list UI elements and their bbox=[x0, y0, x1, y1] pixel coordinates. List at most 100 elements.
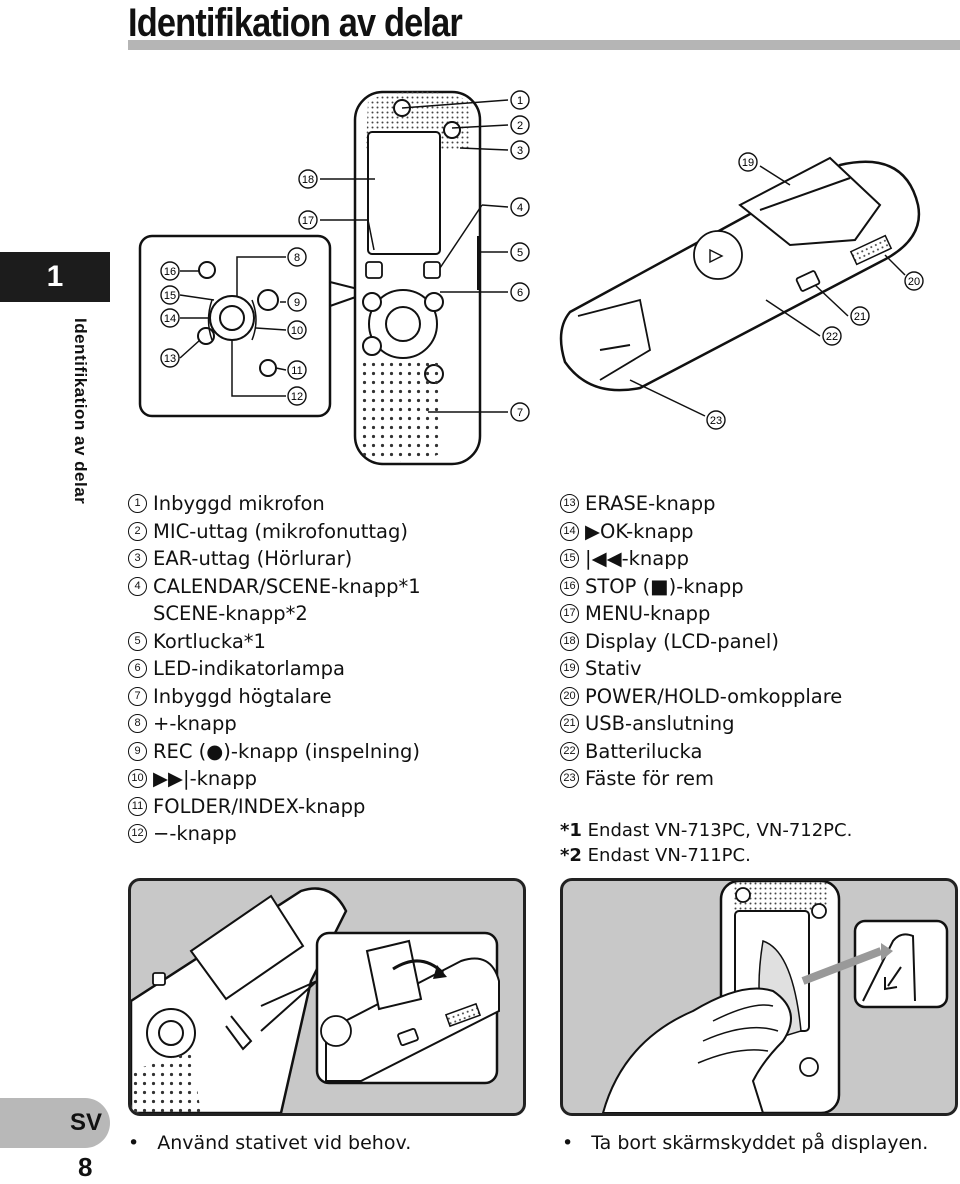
list-item: 14 ▶OK-knapp bbox=[560, 518, 842, 546]
item-label: ▶OK-knapp bbox=[585, 519, 694, 543]
list-item: 12 −-knapp bbox=[128, 820, 421, 848]
item-number: 14 bbox=[560, 521, 579, 541]
item-number: 18 bbox=[560, 631, 579, 651]
item-number: 16 bbox=[560, 576, 579, 596]
list-item: 22 Batterilucka bbox=[560, 738, 842, 766]
svg-text:10: 10 bbox=[291, 325, 303, 337]
item-label: USB-anslutning bbox=[585, 712, 735, 735]
item-number: 5 bbox=[128, 631, 147, 651]
item-number: 13 bbox=[560, 494, 579, 514]
item-label: MIC-uttag (mikrofonuttag) bbox=[153, 519, 408, 543]
button-detail-inset: 16 15 14 13 8 9 10 11 12 bbox=[138, 234, 374, 418]
svg-text:1: 1 bbox=[517, 95, 523, 107]
item-label: LED-indikatorlampa bbox=[153, 657, 345, 680]
svg-text:17: 17 bbox=[302, 215, 314, 227]
language-tab: SV bbox=[0, 1098, 110, 1148]
svg-text:14: 14 bbox=[164, 313, 176, 325]
svg-text:8: 8 bbox=[294, 252, 300, 264]
item-number: 22 bbox=[560, 741, 579, 761]
svg-text:11: 11 bbox=[291, 365, 302, 377]
front-callout-numbers: 1 2 3 4 5 6 7 18 17 bbox=[298, 90, 530, 422]
bullet: • bbox=[562, 1132, 574, 1154]
svg-text:20: 20 bbox=[908, 276, 920, 288]
svg-text:12: 12 bbox=[291, 391, 303, 403]
svg-text:7: 7 bbox=[517, 407, 523, 419]
footnote-text: Endast VN-713PC, VN-712PC. bbox=[581, 820, 853, 841]
list-item: 20 POWER/HOLD-omkopplare bbox=[560, 683, 842, 711]
item-number: 8 bbox=[128, 714, 147, 734]
list-item: 13 ERASE-knapp bbox=[560, 490, 842, 518]
caption-protector: • Ta bort skärmskyddet på displayen. bbox=[562, 1132, 928, 1154]
item-number: 20 bbox=[560, 686, 579, 706]
svg-text:5: 5 bbox=[517, 247, 523, 259]
back-callout-numbers: 19 20 21 22 23 bbox=[706, 152, 924, 430]
footnote-mark: *2 bbox=[560, 845, 582, 866]
list-item: 3 EAR-uttag (Hörlurar) bbox=[128, 545, 421, 573]
item-label: EAR-uttag (Hörlurar) bbox=[153, 547, 353, 570]
svg-text:19: 19 bbox=[742, 157, 754, 169]
back-callouts bbox=[629, 165, 906, 417]
title-rule bbox=[128, 40, 960, 50]
list-item: SCENE-knapp*2 bbox=[128, 600, 421, 628]
list-item: 10▶▶|-knapp bbox=[128, 765, 421, 793]
item-label: ERASE-knapp bbox=[585, 492, 716, 515]
list-item: 5 Kortlucka*1 bbox=[128, 628, 421, 656]
svg-text:23: 23 bbox=[710, 415, 722, 427]
item-label: POWER/HOLD-omkopplare bbox=[585, 684, 843, 708]
chapter-tab: 1 bbox=[0, 252, 110, 302]
item-number: 9 bbox=[128, 741, 147, 761]
parts-list-right: 13 ERASE-knapp 14 ▶OK-knapp 15 |◀◀-knapp 16… bbox=[560, 490, 842, 793]
item-number: 11 bbox=[128, 796, 147, 816]
item-number: 21 bbox=[560, 714, 579, 734]
item-label: Batterilucka bbox=[585, 739, 703, 763]
item-number: 4 bbox=[128, 576, 147, 596]
item-number: 3 bbox=[128, 549, 147, 569]
item-label: −-knapp bbox=[153, 822, 237, 845]
svg-text:15: 15 bbox=[164, 290, 176, 302]
footnotes: *1 Endast VN-713PC, VN-712PC. *2 Endast … bbox=[560, 818, 852, 868]
item-number: 23 bbox=[560, 769, 579, 789]
item-label: SCENE-knapp*2 bbox=[153, 602, 308, 625]
page-number: 8 bbox=[78, 1152, 93, 1182]
item-label: MENU-knapp bbox=[585, 602, 711, 625]
page-title: Identifikation av delar bbox=[128, 1, 463, 45]
caption-stand: •Använd stativet vid behov. bbox=[128, 1132, 411, 1154]
svg-text:16: 16 bbox=[164, 266, 176, 278]
item-number: 10 bbox=[128, 769, 147, 789]
svg-text:21: 21 bbox=[854, 311, 866, 323]
item-label: |◀◀-knapp bbox=[585, 547, 689, 570]
side-chapter-label: Identifikation av delar bbox=[71, 318, 90, 505]
list-item: 9 REC (●)-knapp (inspelning) bbox=[128, 738, 421, 766]
front-callouts bbox=[320, 99, 509, 413]
item-number: 12 bbox=[128, 824, 147, 844]
list-item: 7 Inbyggd högtalare bbox=[128, 683, 421, 711]
item-number: 15 bbox=[560, 549, 579, 569]
recorder-back-view bbox=[559, 156, 921, 392]
bullet: • bbox=[128, 1132, 140, 1154]
list-item: 15 |◀◀-knapp bbox=[560, 545, 842, 573]
footnote-text: Endast VN-711PC. bbox=[581, 845, 751, 866]
footnote-mark: *1 bbox=[560, 820, 582, 841]
item-label: Inbyggd mikrofon bbox=[153, 492, 325, 515]
item-number: 7 bbox=[128, 686, 147, 706]
item-label: +-knapp bbox=[153, 712, 237, 735]
item-label: Inbyggd högtalare bbox=[153, 684, 332, 708]
caption-text: Ta bort skärmskyddet på displayen. bbox=[591, 1132, 929, 1154]
svg-text:9: 9 bbox=[294, 297, 300, 309]
item-label: Kortlucka*1 bbox=[153, 629, 266, 653]
footnote: *2 Endast VN-711PC. bbox=[560, 843, 852, 868]
screen-protector-photo bbox=[560, 878, 958, 1116]
item-label: CALENDAR/SCENE-knapp*1 bbox=[153, 574, 421, 598]
svg-text:18: 18 bbox=[302, 174, 314, 186]
footnote: *1 Endast VN-713PC, VN-712PC. bbox=[560, 818, 852, 843]
svg-text:3: 3 bbox=[517, 145, 523, 157]
item-label: REC (●)-knapp (inspelning) bbox=[153, 739, 420, 763]
svg-text:2: 2 bbox=[517, 120, 523, 132]
